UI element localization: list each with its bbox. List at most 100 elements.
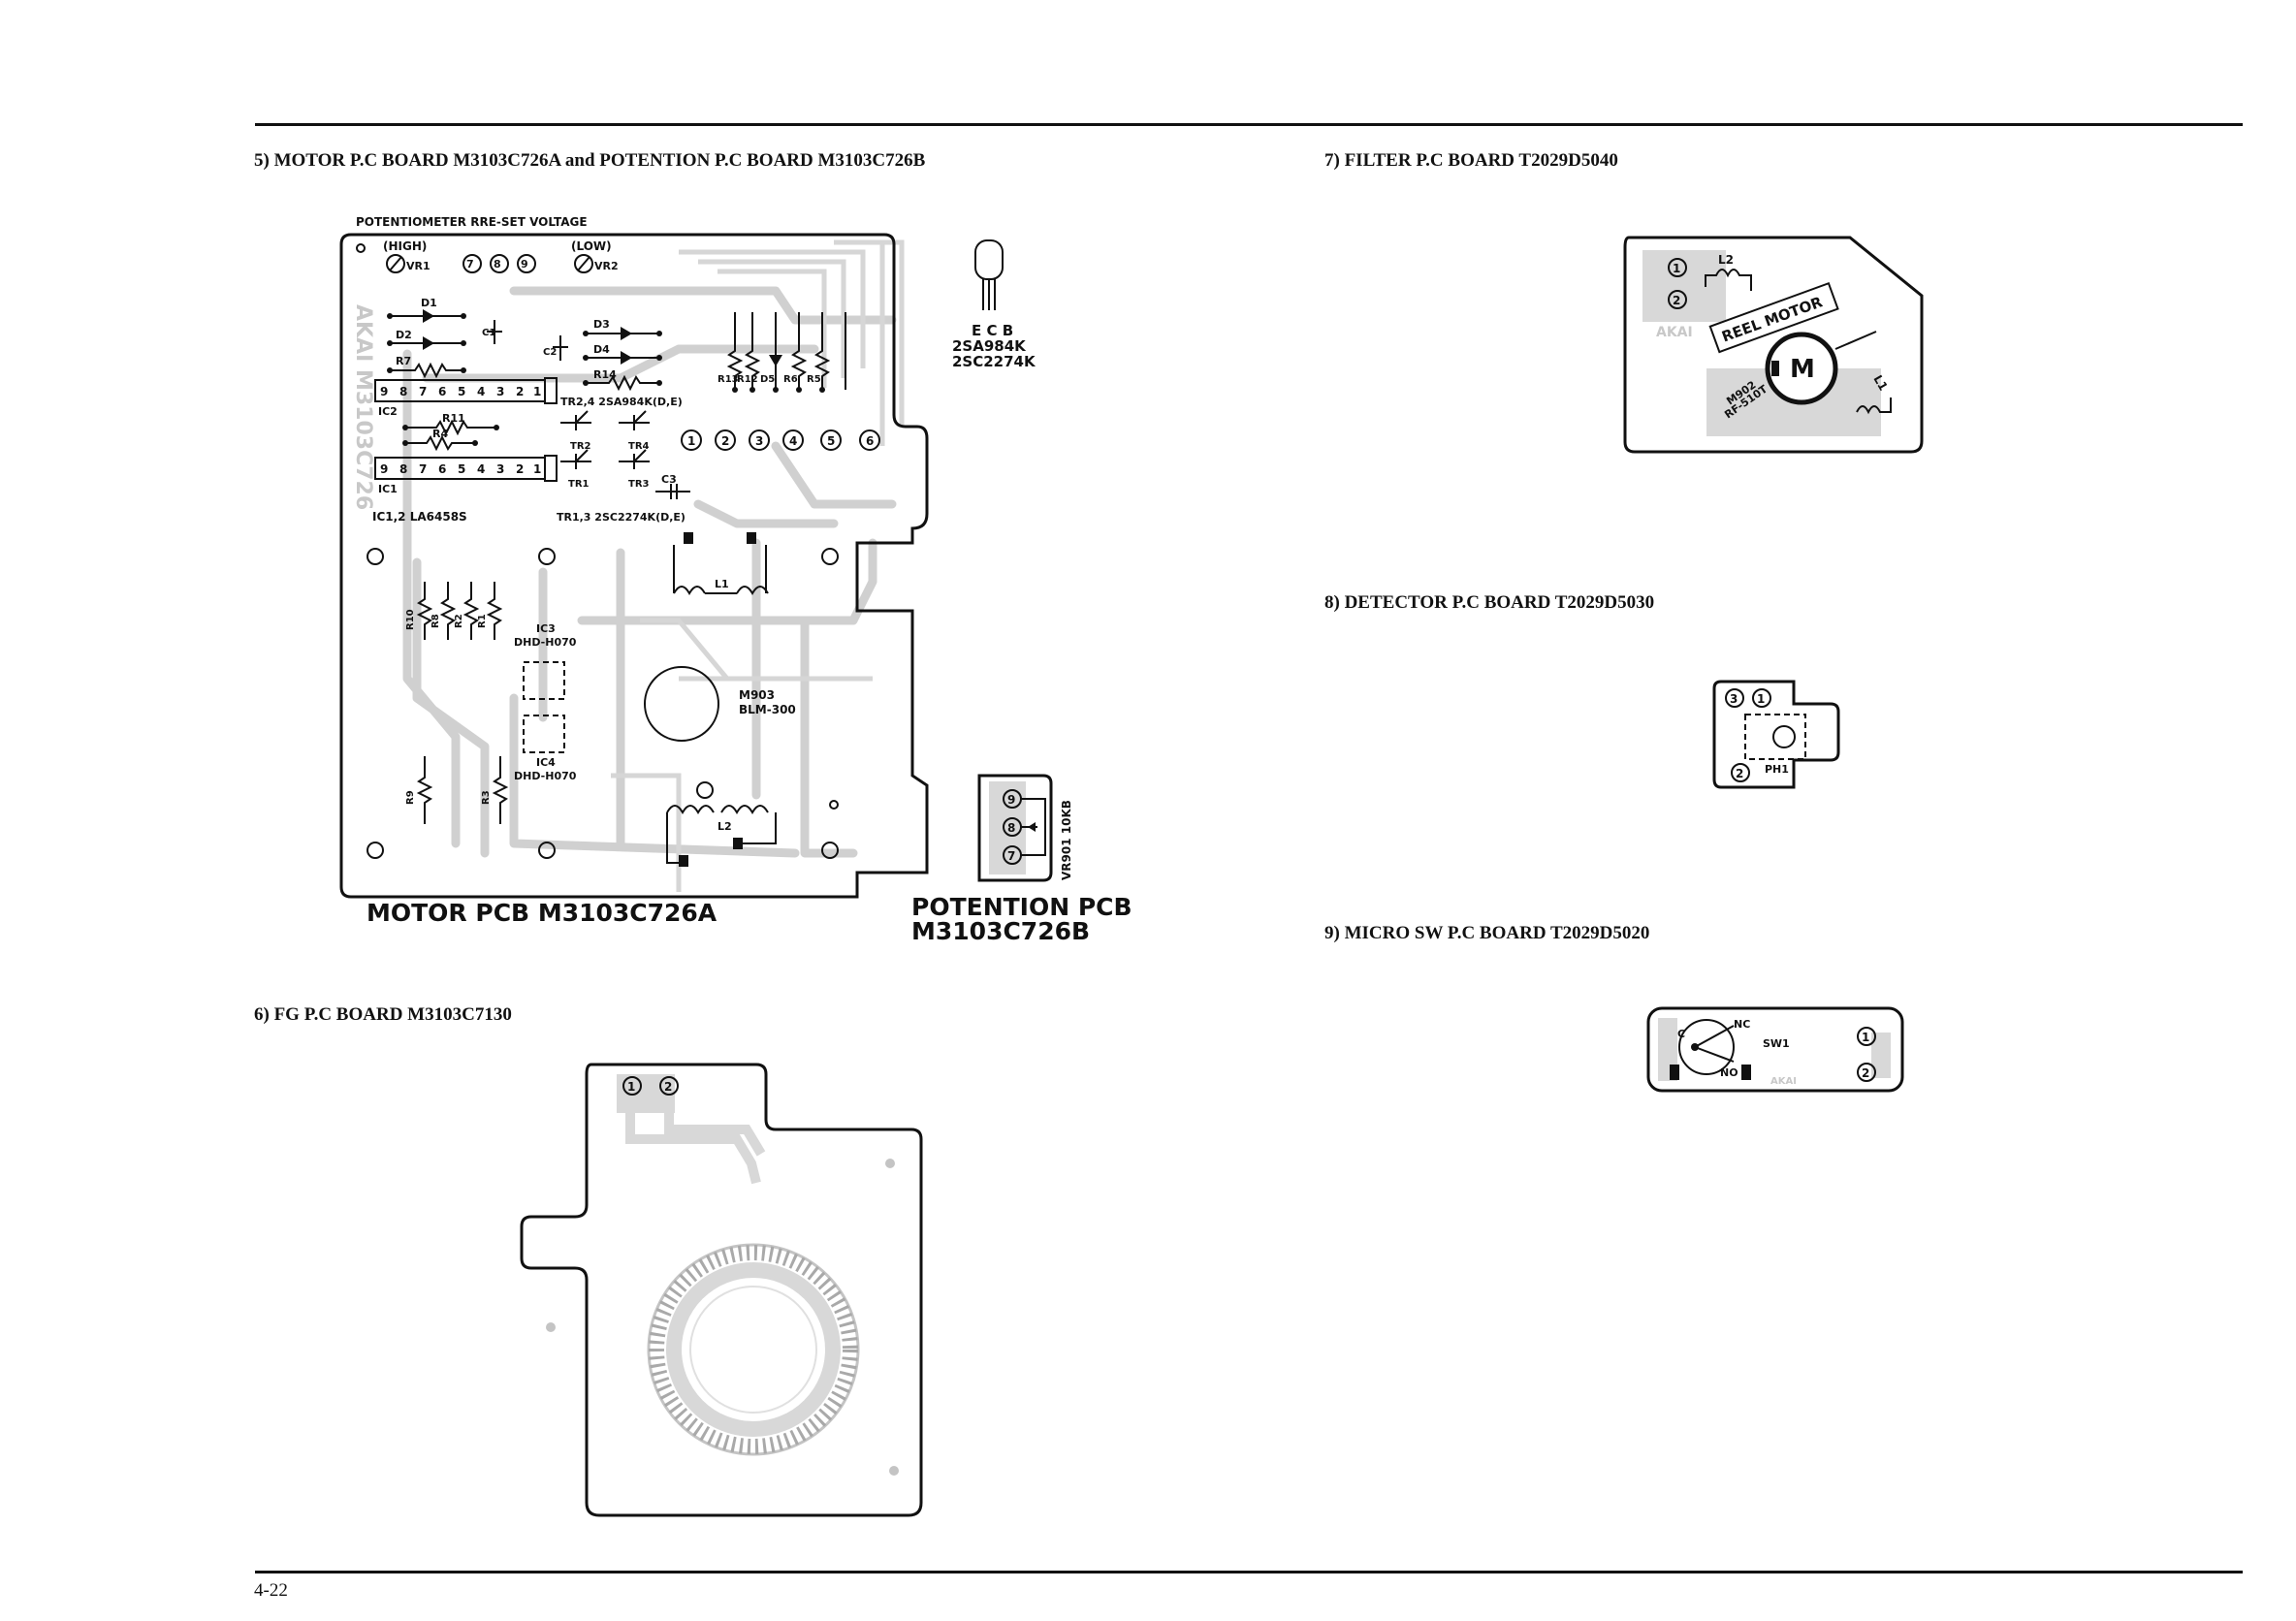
terminal-8-label: 8 — [494, 258, 501, 270]
d3-label: D3 — [593, 318, 610, 331]
svg-text:1: 1 — [533, 462, 541, 476]
ph1-label: PH1 — [1765, 763, 1789, 776]
terminal-2-label: 2 — [721, 434, 729, 448]
board-silkscreen-text: AKAI M3103C726 — [351, 304, 375, 510]
mount-hole — [356, 243, 366, 253]
terminal-1 — [681, 429, 702, 451]
filter-terminal-2 — [1668, 290, 1687, 309]
ic1-notch — [544, 455, 558, 482]
d2-label: D2 — [396, 329, 412, 341]
r13-label: R13 — [718, 374, 739, 385]
svg-text:9: 9 — [380, 462, 388, 476]
filter-pcb-diagram: 1 2 L2 REEL MOTOR M M902 RF-510T L1 AKAI — [1623, 236, 1924, 454]
svg-text:4: 4 — [477, 385, 485, 398]
terminal-7 — [462, 254, 482, 273]
diode-d1 — [387, 309, 466, 323]
terminal-3-label: 3 — [755, 434, 763, 448]
coil-l1 — [673, 532, 769, 596]
terminal-5 — [820, 429, 842, 451]
r8-label: R8 — [430, 614, 441, 628]
microsw-silkscreen: AKAI — [1770, 1076, 1797, 1087]
svg-text:2SA984K: 2SA984K — [952, 337, 1027, 355]
tr13-note: TR1,3 2SC2274K(D,E) — [557, 511, 686, 524]
svg-text:E C B: E C B — [972, 322, 1013, 339]
fg-board-caption: 6) FG P.C BOARD M3103C7130 — [254, 1004, 512, 1025]
tr24-note: TR2,4 2SA984K(D,E) — [560, 396, 683, 408]
terminal-4-label: 4 — [789, 434, 797, 448]
motor-pcb-title: MOTOR PCB M3103C726A — [367, 899, 718, 927]
capacitor-c1 — [487, 320, 502, 344]
mount-hole — [821, 548, 839, 565]
svg-text:2: 2 — [1673, 294, 1680, 307]
sw1-label: SW1 — [1763, 1037, 1790, 1050]
no-label: NO — [1720, 1066, 1738, 1079]
svg-text:7: 7 — [419, 462, 427, 476]
c1-label: C1 — [482, 328, 495, 338]
svg-text:1: 1 — [1757, 692, 1765, 706]
diode-d3 — [583, 327, 662, 340]
tr4-label: TR4 — [628, 441, 650, 452]
microsw-terminal-2 — [1857, 1063, 1876, 1082]
resistor-r3 — [492, 756, 509, 824]
svg-text:3: 3 — [496, 462, 504, 476]
mount-hole — [696, 781, 714, 799]
fg-terminal-1 — [622, 1076, 642, 1096]
r11-label: R11 — [442, 412, 465, 425]
resistor-r11 — [402, 419, 499, 436]
r7-label: R7 — [396, 355, 411, 367]
filter-board-caption: 7) FILTER P.C BOARD T2029D5040 — [1324, 150, 1618, 171]
vr901-label: VR901 10KB — [1060, 800, 1073, 880]
resistor-r4 — [402, 434, 478, 452]
ic4-part-label: DHD-H070 — [514, 770, 577, 782]
terminal-4 — [782, 429, 804, 451]
diode-d5 — [769, 312, 782, 393]
motor-pcb-traces — [402, 239, 905, 892]
ic1-pin-labels: 9 8 7 6 5 4 3 2 1 — [380, 462, 541, 476]
tr2-label: TR2 — [570, 441, 591, 452]
svg-text:2: 2 — [1862, 1066, 1869, 1080]
capacitor-c3 — [655, 484, 690, 499]
tr3-label: TR3 — [628, 479, 650, 490]
ic2-notch — [544, 377, 558, 404]
filter-l1-label: L1 — [1870, 373, 1890, 394]
svg-text:2: 2 — [1736, 767, 1743, 780]
vr1-potentiometer — [386, 254, 405, 273]
svg-text:2: 2 — [664, 1080, 672, 1094]
filter-silkscreen: AKAI — [1656, 325, 1693, 340]
c2-label: C2 — [543, 347, 557, 358]
top-rule — [255, 123, 2243, 126]
detector-pcb-diagram: 3 1 2 PH1 — [1712, 680, 1840, 789]
potention-pcb-model: M3103C726B — [911, 917, 1090, 945]
fg-pcb-diagram: 1 2 — [520, 1063, 923, 1517]
vr2-label: VR2 — [594, 260, 619, 272]
preset-voltage-label: POTENTIOMETER RRE-SET VOLTAGE — [356, 215, 588, 229]
svg-text:1: 1 — [533, 385, 541, 398]
svg-text:9: 9 — [1007, 793, 1015, 807]
resistor-r13 — [726, 312, 744, 393]
terminal-8 — [490, 254, 509, 273]
svg-text:2SC2274K: 2SC2274K — [952, 353, 1036, 370]
terminal-6 — [859, 429, 880, 451]
l1-label: L1 — [715, 578, 729, 590]
detector-terminal-3 — [1725, 688, 1744, 708]
svg-text:4: 4 — [477, 462, 485, 476]
mount-hole — [367, 842, 384, 859]
terminal-9-label: 9 — [521, 258, 528, 270]
transistor-tr4 — [619, 410, 650, 430]
resistor-r12 — [744, 312, 761, 393]
terminal-1-label: 1 — [687, 434, 695, 448]
detector-terminal-2 — [1731, 763, 1750, 782]
r6-label: R6 — [783, 374, 798, 385]
vr1-label: VR1 — [406, 260, 430, 272]
ic3-part-label: DHD-H070 — [514, 636, 577, 649]
terminal-2 — [715, 429, 736, 451]
d5-label: D5 — [760, 374, 775, 385]
r4-label: R4 — [432, 428, 448, 440]
nc-label: NC — [1734, 1018, 1750, 1031]
svg-text:6: 6 — [438, 385, 446, 398]
r3-label: R3 — [481, 790, 492, 805]
ic3-label: IC3 — [536, 622, 556, 635]
terminal-5-label: 5 — [827, 434, 835, 448]
diode-d4 — [583, 351, 662, 365]
